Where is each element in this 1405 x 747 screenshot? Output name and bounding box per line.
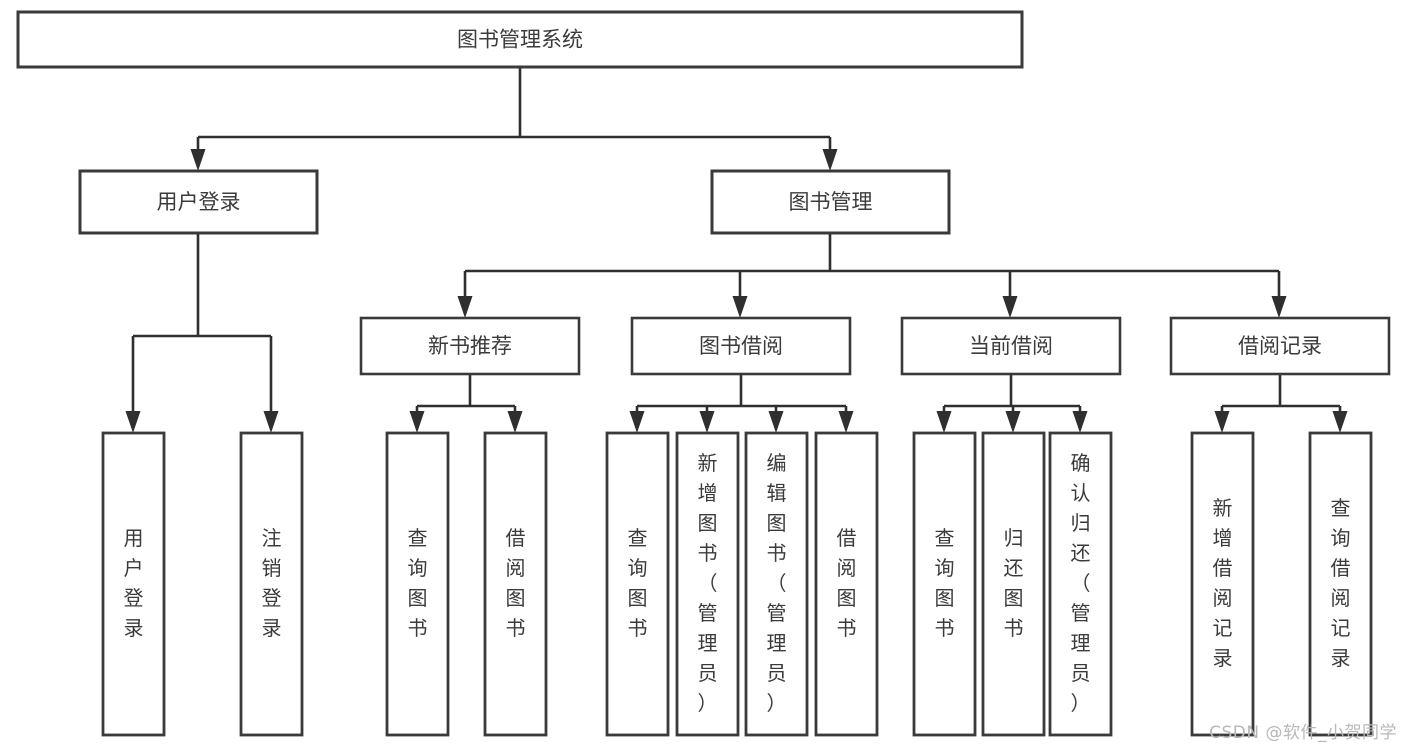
- arrow-head-icon: [936, 411, 952, 433]
- node-leaf-query-record[interactable]: 查询借阅记录: [1308, 431, 1373, 737]
- node-leaf-logout[interactable]: 注销登录: [239, 431, 304, 737]
- connector-group-user-login: [125, 233, 279, 433]
- node-leaf-query-book-1[interactable]: 查询图书: [385, 431, 450, 737]
- node-box[interactable]: [359, 316, 581, 376]
- node-label: 借阅记录: [1238, 334, 1322, 358]
- connector-group-borrow-record: [1214, 374, 1348, 433]
- node-leaf-query-book-2[interactable]: 查询图书: [605, 431, 670, 737]
- arrow-head-icon: [629, 411, 645, 433]
- node-box[interactable]: [710, 169, 951, 235]
- arrow-head-icon: [1005, 411, 1021, 433]
- arrow-head-icon: [190, 149, 206, 171]
- node-leaf-add-book[interactable]: 新增图书（管理员）: [675, 431, 740, 737]
- node-leaf-user-login[interactable]: 用户登录: [101, 431, 166, 737]
- node-label: 查询图书: [935, 526, 955, 640]
- node-label: 图书管理系统: [457, 28, 583, 52]
- node-new-book-rec[interactable]: 新书推荐: [359, 316, 581, 376]
- arrow-head-icon: [1214, 411, 1230, 433]
- node-label: 新增借阅记录: [1213, 496, 1233, 670]
- node-leaf-return-book[interactable]: 归还图书: [981, 431, 1046, 737]
- connector-group-book-borrow: [629, 374, 854, 433]
- node-box[interactable]: [912, 431, 977, 737]
- node-box[interactable]: [1169, 316, 1391, 376]
- node-label: 编辑图书（管理员）: [767, 451, 787, 715]
- node-box[interactable]: [814, 431, 879, 737]
- node-borrow-record[interactable]: 借阅记录: [1169, 316, 1391, 376]
- arrow-head-icon: [457, 296, 473, 318]
- connector-layer: [125, 67, 1348, 433]
- node-leaf-confirm-return[interactable]: 确认归还（管理员）: [1048, 431, 1113, 737]
- node-label: 查询借阅记录: [1331, 496, 1351, 670]
- arrow-head-icon: [409, 411, 425, 433]
- node-leaf-add-record[interactable]: 新增借阅记录: [1190, 431, 1255, 737]
- node-box[interactable]: [16, 10, 1024, 69]
- node-book-manage[interactable]: 图书管理: [710, 169, 951, 235]
- node-root[interactable]: 图书管理系统: [16, 10, 1024, 69]
- arrow-head-icon: [732, 296, 748, 318]
- node-label: 查询图书: [408, 526, 428, 640]
- node-label: 用户登录: [157, 190, 241, 214]
- node-leaf-borrow-book-2[interactable]: 借阅图书: [814, 431, 879, 737]
- watermark-label: CSDN @软件_小贺同学: [1209, 723, 1397, 743]
- connector-group-new-book-rec: [409, 374, 523, 433]
- connector-group-current-borrow: [936, 374, 1088, 433]
- node-box[interactable]: [385, 431, 450, 737]
- node-box[interactable]: [900, 316, 1122, 376]
- node-label: 查询图书: [628, 526, 648, 640]
- node-box[interactable]: [483, 431, 548, 737]
- node-label: 借阅图书: [837, 526, 857, 640]
- arrow-head-icon: [1271, 296, 1287, 318]
- arrow-head-icon: [125, 411, 141, 433]
- node-box[interactable]: [675, 431, 740, 737]
- arrow-head-icon: [1002, 296, 1018, 318]
- node-label: 借阅图书: [506, 526, 526, 640]
- arrow-head-icon: [1072, 411, 1088, 433]
- node-label: 当前借阅: [969, 334, 1053, 358]
- node-leaf-borrow-book-1[interactable]: 借阅图书: [483, 431, 548, 737]
- node-book-borrow[interactable]: 图书借阅: [630, 316, 852, 376]
- node-box[interactable]: [605, 431, 670, 737]
- node-box[interactable]: [1048, 431, 1113, 737]
- node-box[interactable]: [78, 169, 319, 235]
- node-box[interactable]: [239, 431, 304, 737]
- arrow-head-icon: [768, 411, 784, 433]
- node-label: 确认归还（管理员）: [1071, 451, 1091, 715]
- node-label: 新增图书（管理员）: [698, 451, 718, 715]
- node-box[interactable]: [1190, 431, 1255, 737]
- arrow-head-icon: [822, 149, 838, 171]
- arrow-head-icon: [263, 411, 279, 433]
- node-label: 用户登录: [124, 526, 144, 640]
- node-label: 图书管理: [789, 190, 873, 214]
- node-leaf-query-book-3[interactable]: 查询图书: [912, 431, 977, 737]
- node-label: 归还图书: [1004, 526, 1024, 640]
- node-user-login[interactable]: 用户登录: [78, 169, 319, 235]
- arrow-head-icon: [699, 411, 715, 433]
- node-leaf-edit-book[interactable]: 编辑图书（管理员）: [744, 431, 809, 737]
- node-label: 图书借阅: [699, 334, 783, 358]
- node-box[interactable]: [981, 431, 1046, 737]
- connector-group-root: [190, 67, 838, 171]
- arrow-head-icon: [838, 411, 854, 433]
- arrow-head-icon: [1332, 411, 1348, 433]
- node-label: 新书推荐: [428, 334, 512, 358]
- connector-group-book-manage: [457, 233, 1287, 318]
- node-box[interactable]: [1308, 431, 1373, 737]
- node-box[interactable]: [744, 431, 809, 737]
- node-current-borrow[interactable]: 当前借阅: [900, 316, 1122, 376]
- arrow-head-icon: [507, 411, 523, 433]
- node-label: 注销登录: [262, 526, 282, 640]
- node-box[interactable]: [101, 431, 166, 737]
- node-box[interactable]: [630, 316, 852, 376]
- node-layer: 图书管理系统用户登录图书管理新书推荐图书借阅当前借阅借阅记录用户登录注销登录查询…: [16, 10, 1391, 737]
